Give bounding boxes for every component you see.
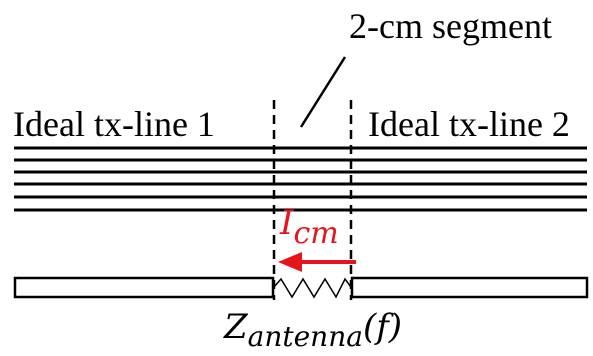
conductor-bundle (14, 146, 587, 212)
line-left-label: Ideal tx-line 1 (13, 104, 215, 144)
antenna-plate-left (13, 276, 275, 299)
current-arrow (278, 252, 356, 272)
impedance-label: Zantenna(f) (223, 307, 402, 353)
segment-leader-line (299, 56, 347, 128)
line-right-label: Ideal tx-line 2 (368, 104, 570, 144)
current-arrow-head (278, 252, 302, 272)
impedance-argument: (f) (363, 307, 402, 347)
current-subscript: cm (293, 216, 338, 251)
current-label: Icm (279, 203, 339, 251)
segment-label: 2-cm segment (349, 6, 552, 46)
antenna-plate-right (350, 276, 589, 299)
antenna-impedance-symbol (273, 277, 352, 299)
impedance-symbol: Z (223, 307, 249, 347)
current-symbol: I (279, 203, 294, 243)
impedance-subscript: antenna (248, 320, 363, 353)
